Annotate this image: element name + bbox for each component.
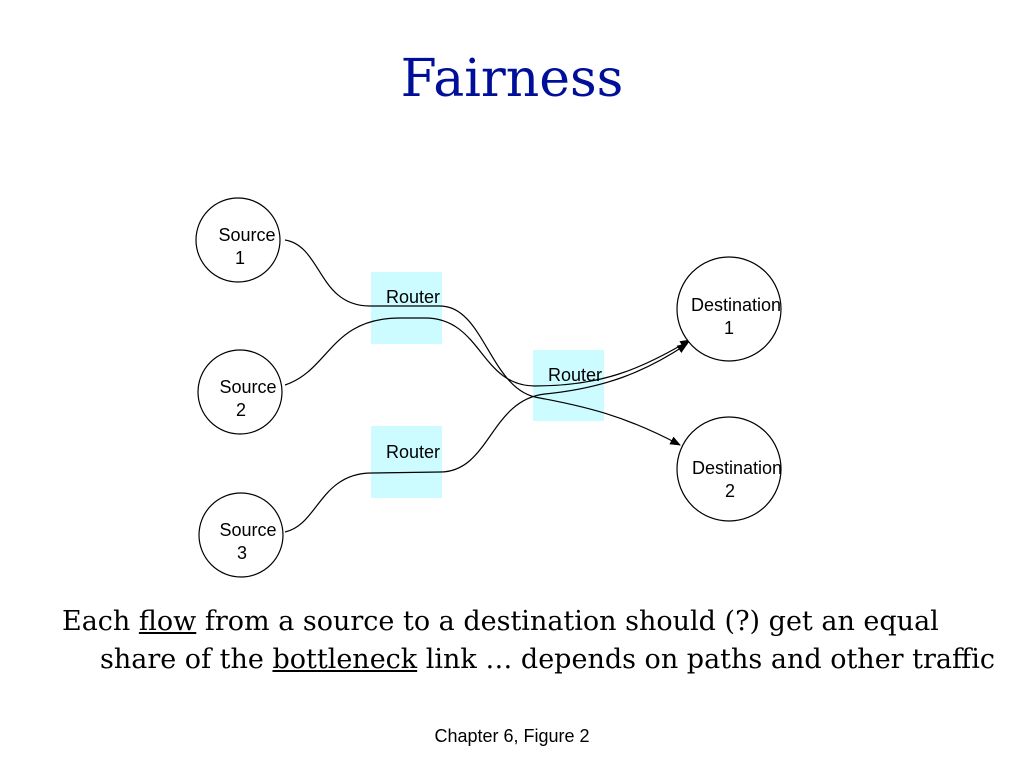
source-node-2: Source 2 <box>197 349 283 435</box>
body-text-part-2: from a source to a destination should (?… <box>100 606 939 675</box>
flow-source2-to-destination1 <box>284 317 691 387</box>
router-1-label: Router <box>386 287 440 307</box>
router-2-label: Router <box>548 365 602 385</box>
destination-node-2: Destination 2 <box>676 416 782 522</box>
body-paragraph: Each flow from a source to a destination… <box>62 603 1000 679</box>
body-text-part-3: link … depends on paths and other traffi… <box>417 644 995 675</box>
source-node-1: Source 1 <box>195 197 281 283</box>
bottleneck-term: bottleneck <box>272 644 418 675</box>
destination-1-label: Destination <box>691 295 781 315</box>
destination-2-number: 2 <box>725 481 735 501</box>
source-3-label: Source <box>219 520 276 540</box>
destination-1-number: 1 <box>724 318 734 338</box>
router-box-3 <box>371 426 442 498</box>
source-1-label: Source <box>218 225 275 245</box>
source-node-3: Source 3 <box>198 492 284 578</box>
figure-caption: Chapter 6, Figure 2 <box>434 726 590 746</box>
destination-node-1: Destination 1 <box>676 256 782 362</box>
router-3-label: Router <box>386 442 440 462</box>
slide-title: Fairness <box>400 49 624 109</box>
body-text-part-1: Each <box>62 606 139 637</box>
source-2-label: Source <box>219 377 276 397</box>
source-2-number: 2 <box>236 400 246 420</box>
flow-source3-to-destination1 <box>284 343 688 533</box>
flow-term: flow <box>138 606 197 637</box>
router-box-1 <box>371 272 442 344</box>
flow-source1-to-destination2 <box>284 239 681 446</box>
source-3-number: 3 <box>237 543 247 563</box>
destination-2-label: Destination <box>692 458 782 478</box>
source-1-number: 1 <box>235 248 245 268</box>
